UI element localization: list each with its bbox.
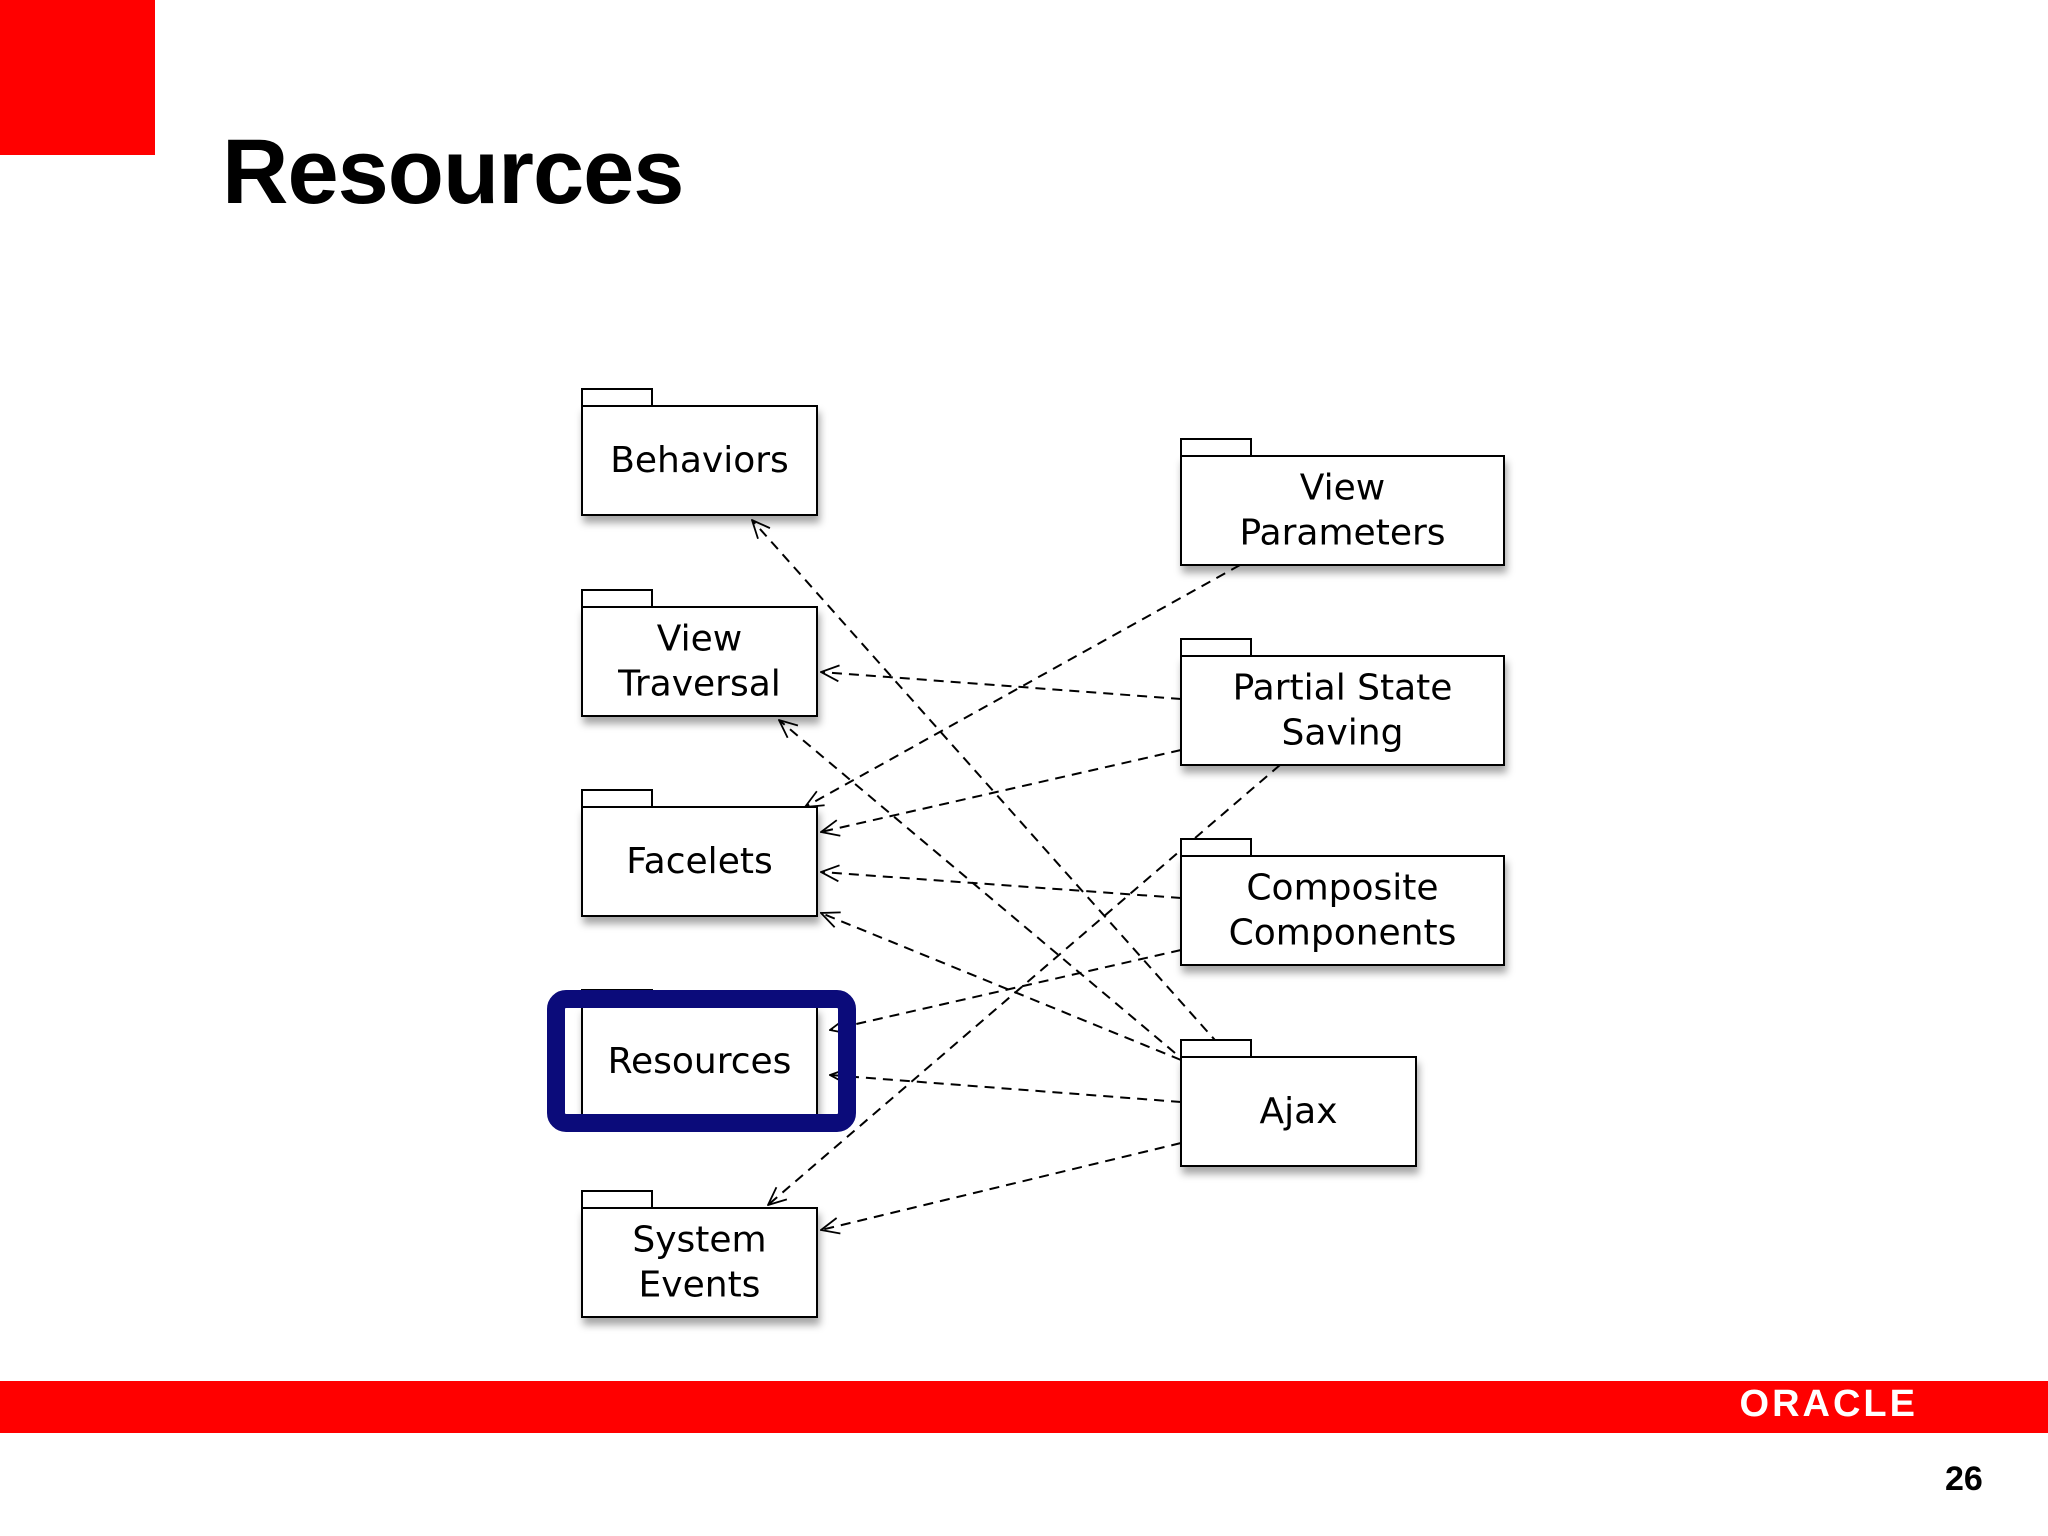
dependency-arrow-ajax-to-behaviors xyxy=(752,520,1231,1058)
dependency-arrow-partial-state-saving-to-facelets xyxy=(821,749,1182,832)
dependency-arrow-ajax-to-facelets xyxy=(821,913,1182,1061)
package-box xyxy=(1180,655,1505,766)
package-label: Partial State xyxy=(1233,668,1453,709)
package-label: Behaviors xyxy=(610,440,789,481)
package-label: Facelets xyxy=(626,841,772,882)
package-tab xyxy=(1180,638,1252,657)
slide-title: Resources xyxy=(222,121,684,223)
package-box xyxy=(581,806,818,917)
package-label: System xyxy=(632,1220,766,1261)
package-tab xyxy=(1180,838,1252,857)
dependency-arrow-partial-state-saving-to-view-traversal xyxy=(821,672,1182,700)
package-box xyxy=(581,1006,818,1117)
dependency-arrows xyxy=(752,520,1281,1230)
package-facelets: Facelets xyxy=(581,789,818,917)
package-box xyxy=(581,1207,818,1318)
oracle-logo: ORACLE xyxy=(1739,1383,1918,1425)
package-label: Ajax xyxy=(1260,1091,1338,1132)
package-label: Saving xyxy=(1282,713,1404,754)
package-label: Resources xyxy=(608,1041,792,1082)
packages: BehaviorsViewTraversalFaceletsResourcesS… xyxy=(581,388,1505,1318)
corner-accent-block xyxy=(0,0,155,155)
package-tab xyxy=(581,789,653,808)
dependency-arrow-composite-components-to-facelets xyxy=(821,872,1182,899)
package-label: View xyxy=(657,619,742,660)
dependency-arrow-view-parameters-to-facelets xyxy=(805,564,1241,807)
dependency-arrow-ajax-to-view-traversal xyxy=(779,720,1176,1054)
highlight-layer xyxy=(547,990,856,1132)
package-label: Parameters xyxy=(1239,513,1445,554)
package-tab xyxy=(581,388,653,407)
package-ajax: Ajax xyxy=(1180,1039,1417,1167)
dependency-arrow-ajax-to-resources xyxy=(830,1075,1182,1103)
package-tab xyxy=(581,1190,653,1209)
package-label: Composite xyxy=(1246,868,1438,909)
package-resources: Resources xyxy=(581,989,818,1117)
package-label: View xyxy=(1300,468,1385,509)
package-box xyxy=(1180,455,1505,566)
page-number: 26 xyxy=(1945,1460,1983,1498)
package-box xyxy=(581,405,818,516)
dependency-arrow-ajax-to-system-events xyxy=(821,1142,1182,1230)
footer-bar: ORACLE xyxy=(0,1381,2048,1433)
dependency-arrow-composite-components-to-resources xyxy=(830,949,1182,1030)
package-label: Events xyxy=(639,1265,761,1306)
package-label: Traversal xyxy=(617,664,781,705)
package-tab xyxy=(581,589,653,608)
package-label: Components xyxy=(1229,913,1457,954)
package-tab xyxy=(1180,1039,1252,1058)
dependency-arrow-partial-state-saving-to-system-events xyxy=(768,764,1281,1205)
package-tab xyxy=(1180,438,1252,457)
package-box xyxy=(1180,855,1505,966)
package-behaviors: Behaviors xyxy=(581,388,818,516)
highlight-frame xyxy=(547,990,856,1132)
package-box xyxy=(581,606,818,717)
package-box xyxy=(1180,1056,1417,1167)
